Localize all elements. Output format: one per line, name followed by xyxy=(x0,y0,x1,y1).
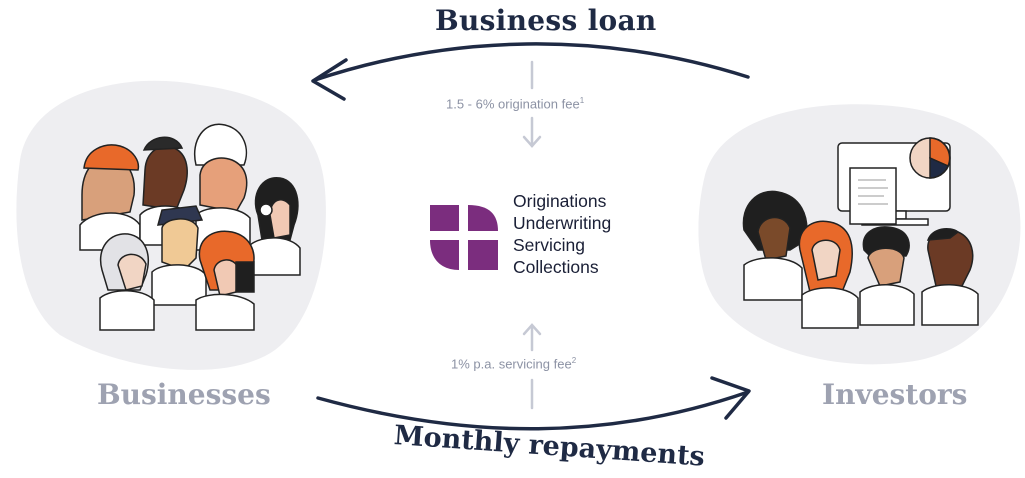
business-loan-arrow xyxy=(311,42,750,101)
investor-dark-hair-icon xyxy=(859,226,915,326)
investors-label: Investors xyxy=(822,378,968,411)
service-item: Collections xyxy=(513,257,599,277)
pie-chart-icon xyxy=(909,137,951,179)
servicing-fee-text: 1% p.a. servicing fee xyxy=(451,356,572,372)
investor-ponytail-icon xyxy=(742,190,808,301)
origination-fee-text: 1.5 - 6% origination fee xyxy=(446,96,580,112)
investors-people-illustration xyxy=(742,137,979,329)
document-icon xyxy=(849,167,897,225)
servicing-fee-label: 1% p.a. servicing fee2 xyxy=(451,356,576,371)
monthly-repayments-arrow xyxy=(316,376,751,431)
businesses-people-illustration xyxy=(79,123,301,331)
investor-bald-icon xyxy=(921,227,979,326)
service-item: Underwriting xyxy=(513,213,612,233)
person-orange-hair-icon xyxy=(195,230,255,331)
businesses-label: Businesses xyxy=(97,378,271,411)
servicing-fee-arrow xyxy=(522,323,542,410)
service-item: Servicing xyxy=(513,235,585,255)
origination-fee-arrow xyxy=(522,60,542,148)
business-loan-title: Business loan xyxy=(435,4,657,37)
origination-footnote-marker: 1 xyxy=(579,96,585,105)
servicing-footnote-marker: 2 xyxy=(571,356,577,365)
investor-red-hair-icon xyxy=(798,220,859,329)
person-headset-icon xyxy=(249,177,301,276)
origination-fee-label: 1.5 - 6% origination fee1 xyxy=(446,96,584,111)
person-grey-hair-icon xyxy=(99,233,155,331)
platform-logo-icon xyxy=(430,205,498,270)
person-police-icon xyxy=(151,205,207,306)
service-item: Originations xyxy=(513,191,607,211)
platform-services-list: Originations Underwriting Servicing Coll… xyxy=(513,190,611,278)
